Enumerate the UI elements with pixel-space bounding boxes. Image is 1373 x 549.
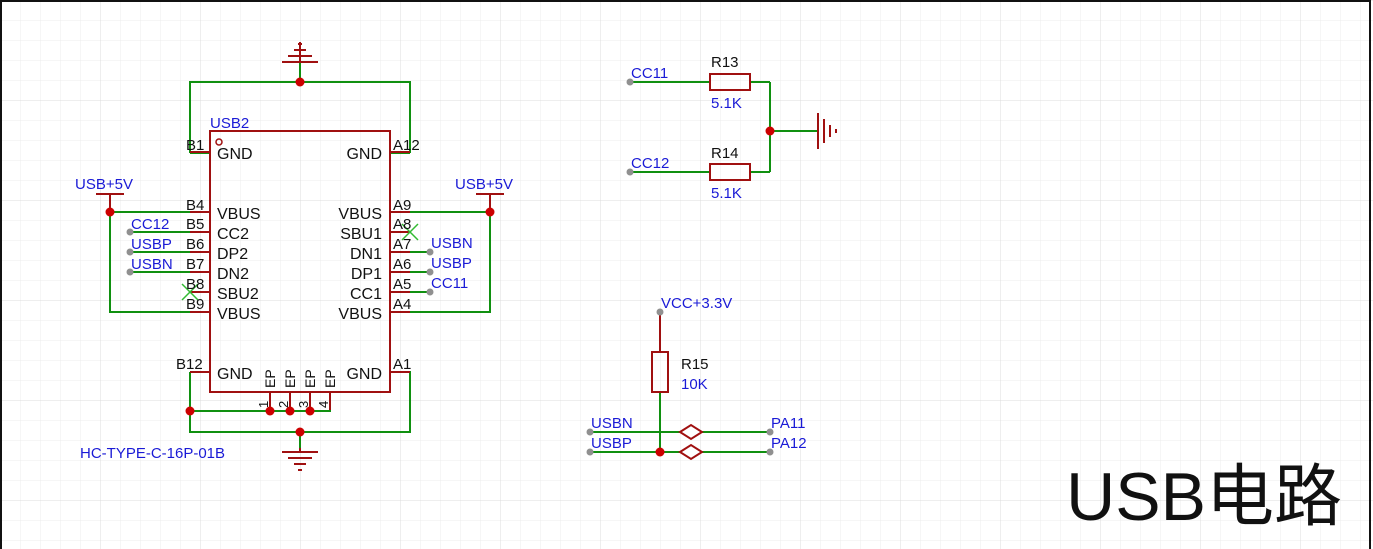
pin-number: A8 xyxy=(393,216,411,233)
net-label-cc12[interactable]: CC12 xyxy=(131,216,169,233)
power-label-usb5v-right[interactable]: USB+5V xyxy=(455,176,513,193)
pin-number: A12 xyxy=(393,137,420,154)
net-label-cc11[interactable]: CC11 xyxy=(431,275,468,292)
pin-number: A9 xyxy=(393,197,411,214)
pin-name: VBUS xyxy=(338,206,382,223)
ep-pin-name: EP xyxy=(302,369,318,388)
pin-number: B5 xyxy=(186,216,204,233)
r15-value: 10K xyxy=(681,376,708,393)
ep-pin-name: EP xyxy=(282,369,298,388)
pin-name: GND xyxy=(217,366,253,383)
net-label-pa12[interactable]: PA12 xyxy=(771,435,807,452)
pin-number: B1 xyxy=(186,137,204,154)
no-connect-marks xyxy=(181,223,419,301)
r15-designator: R15 xyxy=(681,356,709,373)
net-label-usbn[interactable]: USBN xyxy=(591,415,633,432)
pin-name: DN1 xyxy=(350,246,382,263)
ep-pin-number: 2 xyxy=(276,401,291,408)
power-label-usb5v-left[interactable]: USB+5V xyxy=(75,176,133,193)
net-label-cc12[interactable]: CC12 xyxy=(631,155,669,172)
power-label-vcc33[interactable]: VCC+3.3V xyxy=(661,295,732,312)
ep-pin-number: 1 xyxy=(256,401,271,408)
pin-name: GND xyxy=(346,146,382,163)
components xyxy=(96,42,837,471)
net-label-usbp[interactable]: USBP xyxy=(591,435,632,452)
pin-name: CC1 xyxy=(350,286,382,303)
pin-number: A6 xyxy=(393,256,411,273)
net-label-usbp[interactable]: USBP xyxy=(431,255,472,272)
pin-name: GND xyxy=(217,146,253,163)
r14-designator: R14 xyxy=(711,145,739,162)
pin-name: GND xyxy=(346,366,382,383)
pin-name: DP2 xyxy=(217,246,248,263)
usb-part-number: HC-TYPE-C-16P-01B xyxy=(80,445,225,462)
net-label-pa11[interactable]: PA11 xyxy=(771,415,805,432)
sheet-title: USB电路 xyxy=(1066,459,1342,535)
r13-designator: R13 xyxy=(711,54,739,71)
ep-pin-number: 4 xyxy=(316,401,331,408)
resistor-r15[interactable]: VCC+3.3V R15 10K xyxy=(661,295,732,393)
net-label-usbp[interactable]: USBP xyxy=(131,236,172,253)
r15-body xyxy=(651,351,669,393)
pin-name: DP1 xyxy=(351,266,382,283)
pin-name: CC2 xyxy=(217,226,249,243)
r14-body xyxy=(709,163,751,181)
pin-name: VBUS xyxy=(217,206,261,223)
pin-name: SBU1 xyxy=(340,226,382,243)
pin-number: B6 xyxy=(186,236,204,253)
ep-pin-name: EP xyxy=(322,369,338,388)
usb-designator: USB2 xyxy=(210,115,249,132)
pin-number: B9 xyxy=(186,296,204,313)
usb-connector-body xyxy=(209,130,391,393)
wire-endpoints xyxy=(126,78,774,456)
pin-number: B12 xyxy=(176,356,203,373)
pin-number: B8 xyxy=(186,276,204,293)
r14-value: 5.1K xyxy=(711,185,742,202)
pin-number: A1 xyxy=(393,356,411,373)
pin-number: A7 xyxy=(393,236,411,253)
r13-body xyxy=(709,73,751,91)
pin-number: A5 xyxy=(393,276,411,293)
ep-pin-number: 3 xyxy=(296,401,311,408)
pin-name: SBU2 xyxy=(217,286,259,303)
resistor-r14[interactable]: CC12 R14 5.1K xyxy=(631,145,742,202)
net-label-usbn[interactable]: USBN xyxy=(431,235,473,252)
net-label-cc11[interactable]: CC11 xyxy=(631,65,668,82)
ep-pin-name: EP xyxy=(262,369,278,388)
pin-name: DN2 xyxy=(217,266,249,283)
pin-number: B4 xyxy=(186,197,204,214)
pin-number: A4 xyxy=(393,296,411,313)
pin-number: B7 xyxy=(186,256,204,273)
net-label-usbn[interactable]: USBN xyxy=(131,256,173,273)
r13-value: 5.1K xyxy=(711,95,742,112)
pin-name: VBUS xyxy=(338,306,382,323)
junctions xyxy=(105,77,775,457)
pin-name: VBUS xyxy=(217,306,261,323)
usb-connector[interactable]: USB2 HC-TYPE-C-16P-01B B1 B4 B5 B6 B7 B8… xyxy=(80,115,420,462)
resistor-r13[interactable]: CC11 R13 5.1K xyxy=(631,54,742,112)
